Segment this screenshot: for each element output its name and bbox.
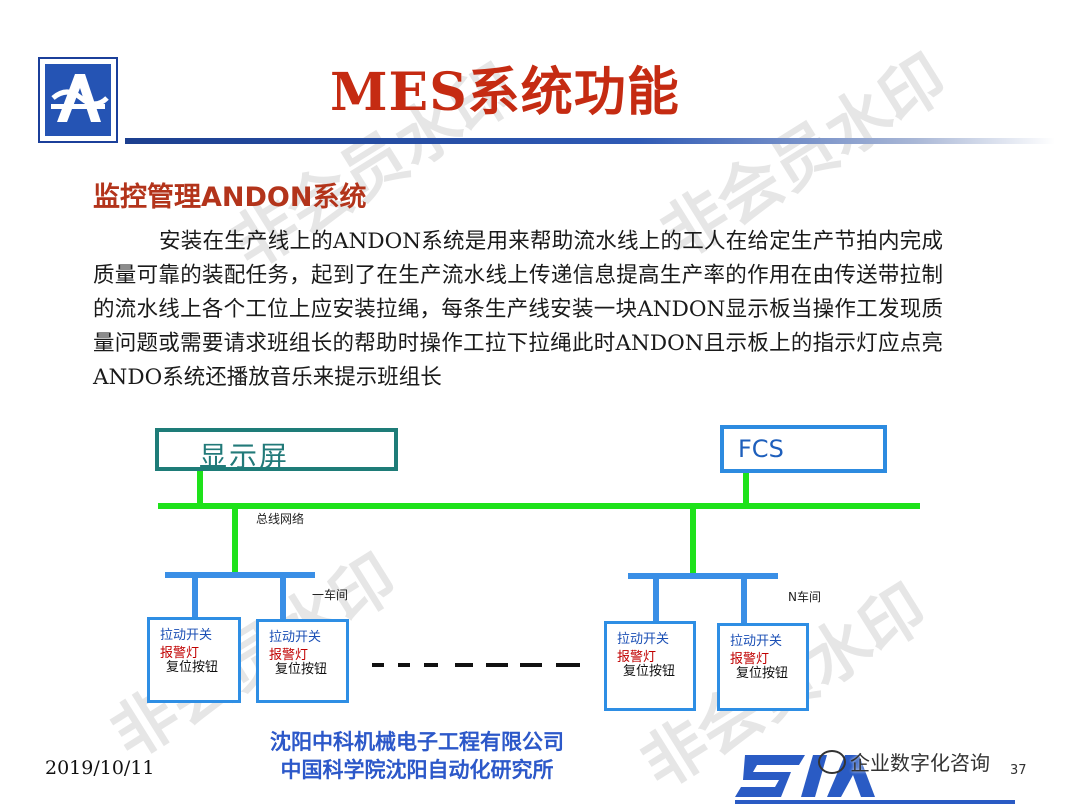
company-info: 沈阳中科机械电子工程有限公司 中国科学院沈阳自动化研究所 xyxy=(270,728,564,784)
slide-date: 2019/10/11 xyxy=(45,757,155,779)
institute-name: 中国科学院沈阳自动化研究所 xyxy=(280,758,554,782)
alarm-light-label: 报警灯 xyxy=(730,652,770,667)
bus-network-line xyxy=(158,503,920,509)
workshop-1-branch xyxy=(165,572,315,578)
ellipsis-dash xyxy=(520,663,542,667)
body-paragraph-text: 安装在生产线上的ANDON系统是用来帮助流水线上的工人在给定生产节拍内完成质量可… xyxy=(93,229,943,390)
ellipsis-dash xyxy=(424,663,438,667)
alarm-light-label: 报警灯 xyxy=(617,650,657,665)
workstation-box: 拉动开关 报警灯 复位按钮 xyxy=(147,617,241,703)
workstation-box: 拉动开关 报警灯 复位按钮 xyxy=(717,623,809,711)
workshop-n-drop xyxy=(690,509,696,575)
fcs-box: FCS xyxy=(720,425,887,473)
company-name: 沈阳中科机械电子工程有限公司 xyxy=(270,730,564,754)
display-screen-box: 显示屏 xyxy=(155,428,398,473)
pull-switch-label: 拉动开关 xyxy=(730,634,783,649)
bus-network-label: 总线网络 xyxy=(256,512,305,526)
reset-button-label: 复位按钮 xyxy=(166,660,219,675)
display-connector xyxy=(197,471,203,507)
station-1-drop xyxy=(192,578,198,618)
workshop-1-drop xyxy=(232,509,238,575)
ellipsis-dash xyxy=(372,663,384,667)
slide-title: MES系统功能 xyxy=(330,62,680,123)
wechat-account-badge: 企业数字化咨询 xyxy=(818,747,990,776)
station-3-drop xyxy=(653,579,659,621)
workstation-box: 拉动开关 报警灯 复位按钮 xyxy=(256,619,349,703)
pull-switch-label: 拉动开关 xyxy=(617,632,670,647)
ellipsis-dash xyxy=(455,663,473,667)
reset-button-label: 复位按钮 xyxy=(736,666,789,681)
workshop-n-label: N车间 xyxy=(788,590,821,604)
alarm-light-label: 报警灯 xyxy=(269,648,309,663)
workshop-1-label: 一车间 xyxy=(312,588,349,602)
wechat-icon xyxy=(818,749,846,774)
ellipsis-dash xyxy=(556,663,580,667)
ellipsis-dash xyxy=(398,663,410,667)
reset-button-label: 复位按钮 xyxy=(275,662,328,677)
section-heading: 监控管理ANDON系统 xyxy=(93,182,367,213)
title-divider xyxy=(125,138,1055,144)
fcs-label: FCS xyxy=(738,435,784,463)
workshop-n-branch xyxy=(628,573,778,579)
alarm-light-label: 报警灯 xyxy=(160,646,200,661)
workstation-box: 拉动开关 报警灯 复位按钮 xyxy=(604,621,696,711)
sia-logo-icon xyxy=(51,74,109,122)
body-paragraph: 安装在生产线上的ANDON系统是用来帮助流水线上的工人在给定生产节拍内完成质量可… xyxy=(93,225,943,395)
ellipsis-dash xyxy=(486,663,508,667)
wechat-account-name: 企业数字化咨询 xyxy=(850,751,990,775)
pull-switch-label: 拉动开关 xyxy=(160,628,213,643)
pull-switch-label: 拉动开关 xyxy=(269,630,322,645)
page-number: 37 xyxy=(1010,763,1027,778)
reset-button-label: 复位按钮 xyxy=(623,664,676,679)
station-2-drop xyxy=(280,578,286,620)
station-4-drop xyxy=(741,579,747,623)
company-logo xyxy=(38,57,118,143)
display-screen-label: 显示屏 xyxy=(199,440,290,473)
fcs-connector xyxy=(743,473,749,507)
